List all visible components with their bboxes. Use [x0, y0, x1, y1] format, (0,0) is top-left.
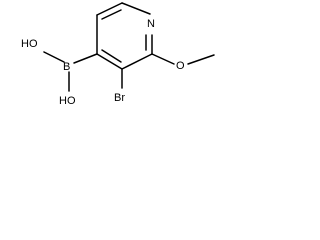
atom-label-hydroxyl-top: HO [21, 38, 38, 50]
ring-bond-c6-c5 [96, 2, 123, 16]
bond-c4-boron [73, 53, 98, 64]
atom-label-nitrogen: N [147, 18, 155, 30]
bond-oxygen-methyl [187, 54, 215, 65]
atom-label-bromine: Br [114, 92, 125, 104]
ring-bond-c4-c3 [96, 53, 123, 70]
atom-label-oxygen-methoxy: O [176, 60, 185, 72]
ring-bond-c3-c2 [121, 53, 153, 70]
chemical-structure: N B HO HO Br O [21, 2, 215, 107]
atom-label-boron: B [63, 61, 70, 73]
double-bond-c6-c5-inner [101, 9, 122, 20]
bond-c2-oxygen [151, 53, 175, 65]
double-bond-c4-c3-inner [101, 49, 122, 63]
atom-label-hydroxyl-bottom: HO [59, 95, 76, 107]
bond-boron-oh-top [43, 51, 65, 63]
ring-bond-n-c6 [121, 2, 151, 15]
